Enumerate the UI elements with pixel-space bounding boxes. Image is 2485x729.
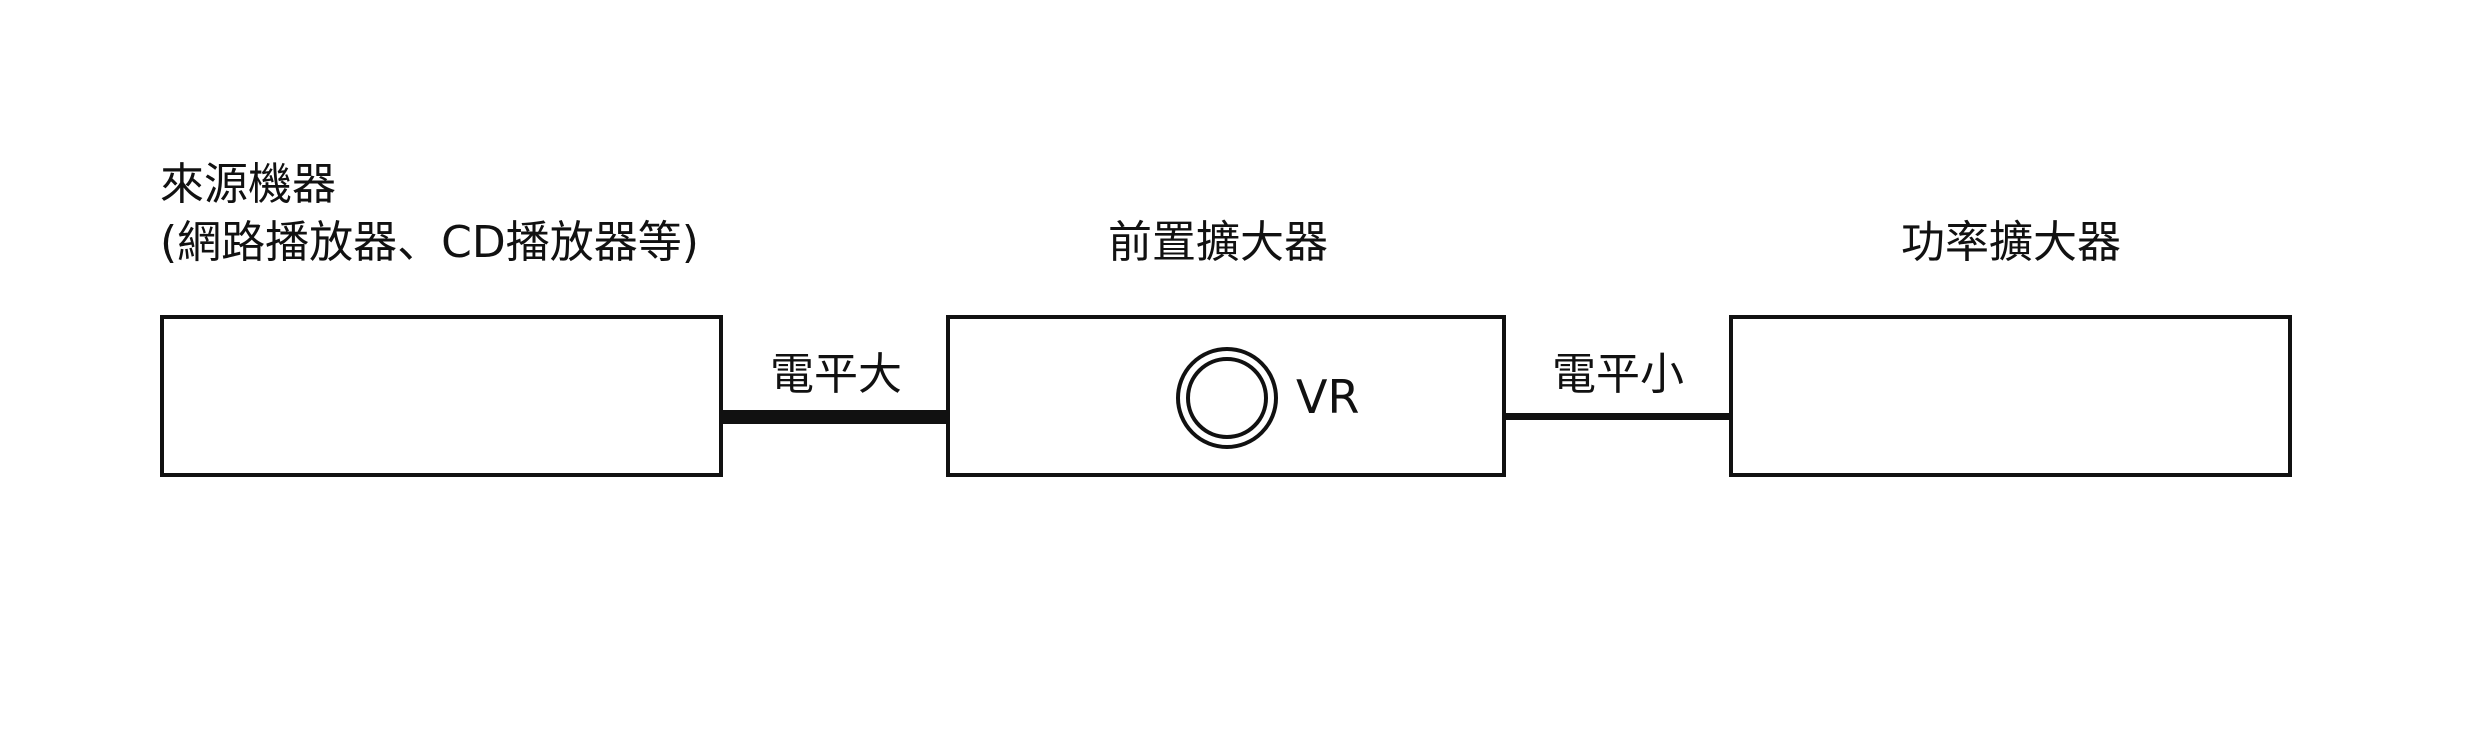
source-device-box bbox=[160, 315, 723, 477]
volume-control-label: VR bbox=[1296, 370, 1360, 424]
high-level-signal-line bbox=[723, 410, 946, 424]
source-device-title-line2: (網路播放器、CD播放器等) bbox=[160, 217, 699, 268]
volume-knob-icon bbox=[1176, 347, 1278, 449]
poweramp-title: 功率擴大器 bbox=[1901, 217, 2121, 268]
preamp-box: VR bbox=[946, 315, 1506, 477]
low-level-signal-label: 電平小 bbox=[1552, 349, 1684, 400]
volume-knob-inner-ring bbox=[1186, 357, 1268, 439]
preamp-title: 前置擴大器 bbox=[1108, 217, 1328, 268]
high-level-signal-label: 電平大 bbox=[770, 349, 902, 400]
poweramp-box bbox=[1729, 315, 2292, 477]
source-device-title-line1: 來源機器 bbox=[160, 159, 336, 210]
low-level-signal-line bbox=[1506, 413, 1729, 420]
